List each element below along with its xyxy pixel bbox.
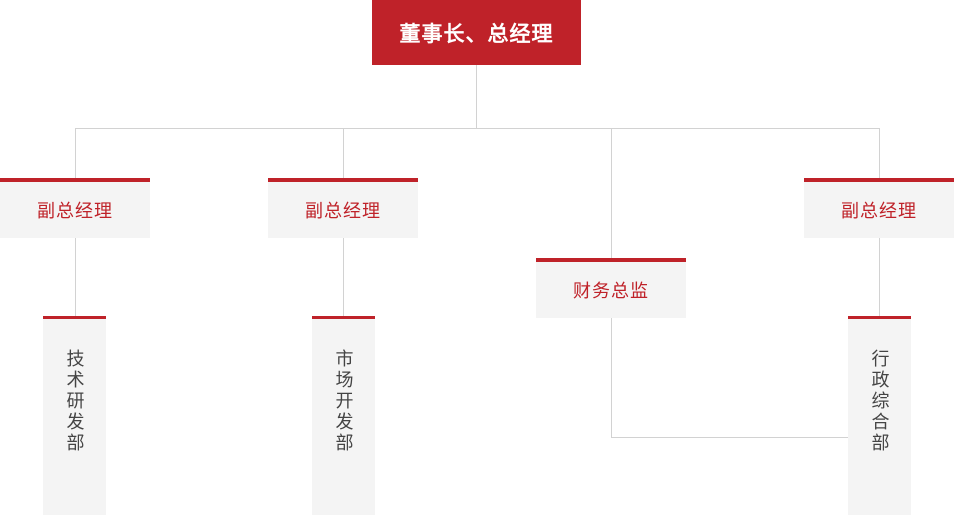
connector-horizontal-bus bbox=[75, 128, 879, 129]
node-department-admin[interactable]: 行政综合部 bbox=[848, 316, 911, 515]
connector-finance-drop bbox=[611, 318, 612, 438]
connector-bus-to-manager-4 bbox=[879, 128, 880, 178]
node-finance-director[interactable]: 财务总监 bbox=[536, 258, 686, 318]
connector-manager-1-to-dept-1 bbox=[75, 238, 76, 316]
connector-finance-to-dept-3 bbox=[611, 437, 849, 438]
department-admin-label: 行政综合部 bbox=[869, 349, 890, 454]
node-department-market[interactable]: 市场开发部 bbox=[312, 316, 375, 515]
connector-manager-2-to-dept-2 bbox=[343, 238, 344, 316]
connector-manager-4-to-dept-3 bbox=[879, 238, 880, 316]
node-deputy-general-manager-2[interactable]: 副总经理 bbox=[268, 178, 418, 238]
node-chairman-general-manager[interactable]: 董事长、总经理 bbox=[372, 0, 581, 65]
node-deputy-general-manager-1[interactable]: 副总经理 bbox=[0, 178, 150, 238]
node-deputy-general-manager-3[interactable]: 副总经理 bbox=[804, 178, 954, 238]
connector-bus-to-manager-2 bbox=[343, 128, 344, 178]
department-market-label: 市场开发部 bbox=[333, 349, 354, 454]
department-rd-label: 技术研发部 bbox=[64, 349, 85, 454]
connector-bus-to-manager-3 bbox=[611, 128, 612, 258]
connector-root-stem bbox=[476, 65, 477, 128]
connector-bus-to-manager-1 bbox=[75, 128, 76, 178]
node-department-rd[interactable]: 技术研发部 bbox=[43, 316, 106, 515]
